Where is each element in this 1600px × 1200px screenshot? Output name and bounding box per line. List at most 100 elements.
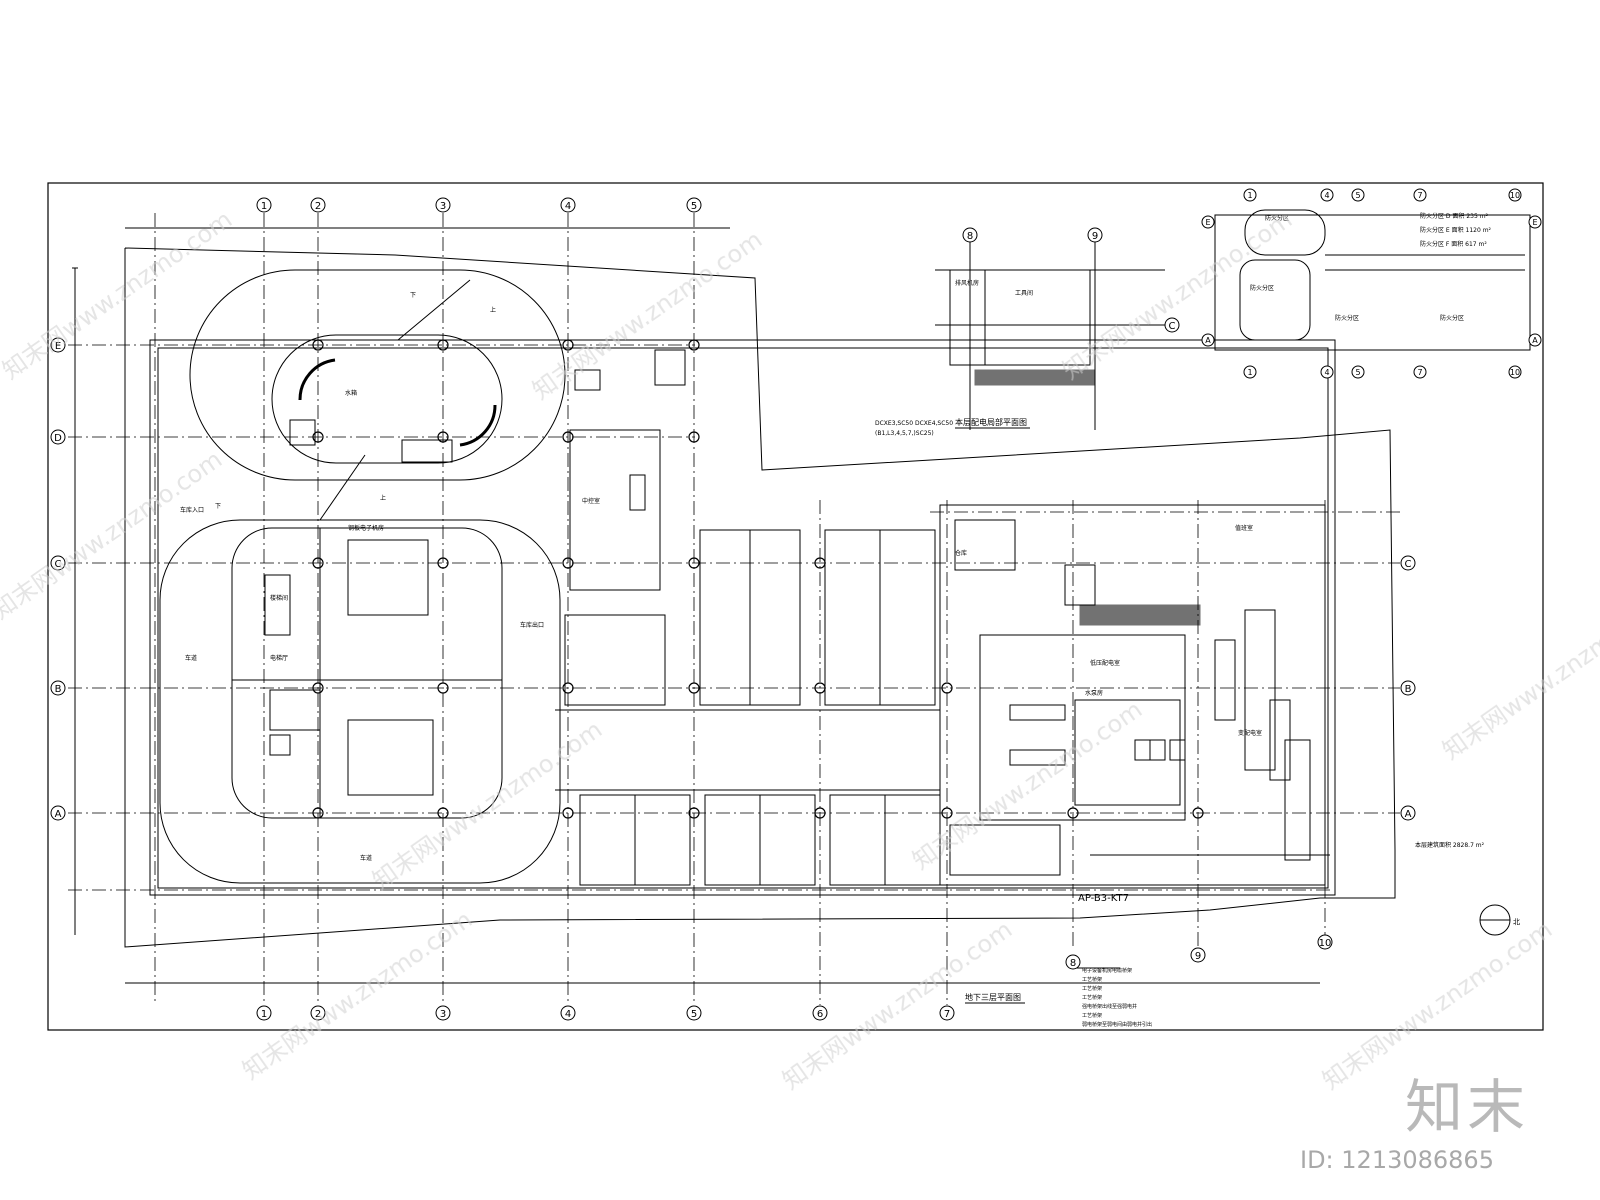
room-label: 钢板电子机房	[348, 524, 384, 532]
svg-text:3: 3	[440, 1009, 446, 1020]
watermark-text: 知末网www.znzmo.com	[0, 205, 237, 385]
key-plan-frame	[1214, 214, 1531, 351]
svg-text:4: 4	[1324, 368, 1329, 377]
svg-text:10: 10	[1319, 938, 1332, 949]
upper-ramp	[189, 269, 566, 481]
svg-text:8: 8	[1070, 958, 1076, 969]
svg-text:工艺桥架: 工艺桥架	[1082, 994, 1102, 1001]
key-plan-area: 防火分区 D 面积 235 m²	[1420, 212, 1489, 220]
circuit-label: AP-B3-KT7	[1078, 893, 1129, 904]
room-label: 低压配电室	[1090, 659, 1120, 667]
drawing-id: ID: 1213086865	[1300, 1146, 1494, 1174]
svg-text:8: 8	[967, 231, 973, 242]
svg-text:A: A	[1532, 336, 1538, 345]
car-lane-label: 车道	[360, 854, 372, 862]
main-title: 地下三层平面图	[965, 992, 1021, 1002]
svg-text:C: C	[1169, 321, 1176, 332]
cable-note: DCXE3,SC50	[875, 420, 913, 427]
watermark-text: 知末网www.znzmo.com	[907, 695, 1147, 875]
partial-plan-bubbles: 8 9 C	[962, 227, 1180, 333]
car-lane-label: 车道	[185, 654, 197, 662]
axis-bubble-right: A B C	[1400, 555, 1416, 821]
svg-text:弱电桥架至弱电间由弱电井引出: 弱电桥架至弱电间由弱电井引出	[1082, 1021, 1152, 1028]
svg-text:B: B	[55, 684, 62, 695]
svg-text:B: B	[1405, 684, 1412, 695]
svg-text:E: E	[1205, 218, 1210, 227]
ramp-label: 下	[215, 503, 221, 510]
room-label: 工具间	[1015, 289, 1033, 297]
key-plan-zone: 防火分区	[1265, 214, 1289, 222]
svg-text:1: 1	[261, 1009, 267, 1020]
room-label: 电梯厅	[270, 654, 288, 662]
watermark-text: 知末网www.znzmo.com	[1437, 585, 1600, 765]
key-plan-zone: 防火分区	[1250, 284, 1274, 292]
svg-text:10: 10	[1510, 191, 1520, 200]
ramp-label: 上	[380, 494, 386, 502]
svg-text:9: 9	[1195, 951, 1201, 962]
legend-notes: 电子设备机房电缆桥架 工艺桥架 工艺桥架 工艺桥架 强电桥架出线至强弱电井 工艺…	[1082, 967, 1152, 1028]
svg-text:5: 5	[691, 1009, 697, 1020]
svg-text:A: A	[55, 809, 62, 820]
svg-text:A: A	[1405, 809, 1412, 820]
svg-text:2: 2	[315, 1009, 321, 1020]
car-entrance-label: 车库入口	[180, 506, 204, 514]
room-label: 排风机房	[955, 279, 979, 287]
watermark-text: 知末网www.znzmo.com	[367, 715, 607, 895]
svg-text:4: 4	[565, 201, 571, 212]
building-outline	[149, 339, 1336, 896]
cable-note: DCXE4,SC50	[915, 420, 953, 427]
svg-text:1: 1	[261, 201, 267, 212]
watermark-text: 知末网www.znzmo.com	[777, 915, 1017, 1095]
brand-watermark: 知末	[1405, 1073, 1530, 1141]
watermark-text: 知末网www.znzmo.com	[237, 905, 477, 1085]
key-plan-zone: 防火分区	[1440, 314, 1464, 322]
room-label: 变配电室	[1238, 729, 1262, 737]
partial-plan-title: 本层配电局部平面图	[955, 417, 1027, 427]
ramp-label: 上	[490, 306, 496, 314]
svg-text:E: E	[55, 341, 61, 352]
axis-bubble-left: A B C D E	[50, 337, 66, 821]
key-plan-bubbles: 1 4 5 7 10 1 4 5 7 10 E A E A	[1201, 188, 1542, 379]
room-label: 楼梯间	[270, 594, 288, 602]
ramp-label: 下	[410, 292, 416, 299]
room-label: 水箱	[345, 389, 357, 397]
room-label: 中控室	[582, 497, 600, 505]
svg-text:工艺桥架: 工艺桥架	[1082, 1012, 1102, 1019]
svg-text:6: 6	[817, 1009, 823, 1020]
svg-text:1: 1	[1247, 368, 1252, 377]
svg-text:A: A	[1205, 336, 1211, 345]
svg-text:强电桥架出线至强弱电井: 强电桥架出线至强弱电井	[1082, 1003, 1137, 1010]
key-plan-area: 防火分区 E 面积 1120 m²	[1420, 226, 1492, 234]
svg-text:5: 5	[1355, 368, 1360, 377]
axis-bubble-top: 1 2 3 4 5	[256, 197, 702, 213]
key-plan-zone: 防火分区	[1335, 314, 1359, 322]
svg-text:2: 2	[315, 201, 321, 212]
svg-text:C: C	[55, 559, 62, 570]
area-note: 本层建筑面积 2828.7 m²	[1415, 841, 1485, 849]
svg-text:1: 1	[1247, 191, 1252, 200]
svg-text:5: 5	[691, 201, 697, 212]
svg-text:D: D	[54, 433, 62, 444]
car-exit-label: 车库出口	[520, 621, 544, 629]
axis-bubble-bottom: 1 2 3 4 5 6 7 8 9 10	[256, 934, 1333, 1021]
cable-note: (B1,L3,4,5,7,)SC25)	[875, 430, 934, 437]
svg-text:工艺桥架: 工艺桥架	[1082, 976, 1102, 983]
svg-text:3: 3	[440, 201, 446, 212]
room-label: 仓库	[955, 549, 967, 557]
svg-text:10: 10	[1510, 368, 1520, 377]
svg-text:E: E	[1532, 218, 1537, 227]
svg-text:4: 4	[1324, 191, 1329, 200]
sheet-frame	[47, 182, 1544, 1031]
room-label: 值班室	[1235, 524, 1253, 532]
power-room-outline	[979, 634, 1186, 821]
svg-text:工艺桥架: 工艺桥架	[1082, 985, 1102, 992]
watermark-text: 知末网www.znzmo.com	[527, 225, 767, 405]
room-label: 水泵房	[1085, 689, 1103, 697]
svg-text:5: 5	[1355, 191, 1360, 200]
svg-text:C: C	[1405, 559, 1412, 570]
svg-text:9: 9	[1092, 231, 1098, 242]
north-label: 北	[1513, 918, 1520, 926]
key-plan-area: 防火分区 F 面积 617 m²	[1420, 240, 1487, 248]
svg-text:7: 7	[944, 1009, 950, 1020]
